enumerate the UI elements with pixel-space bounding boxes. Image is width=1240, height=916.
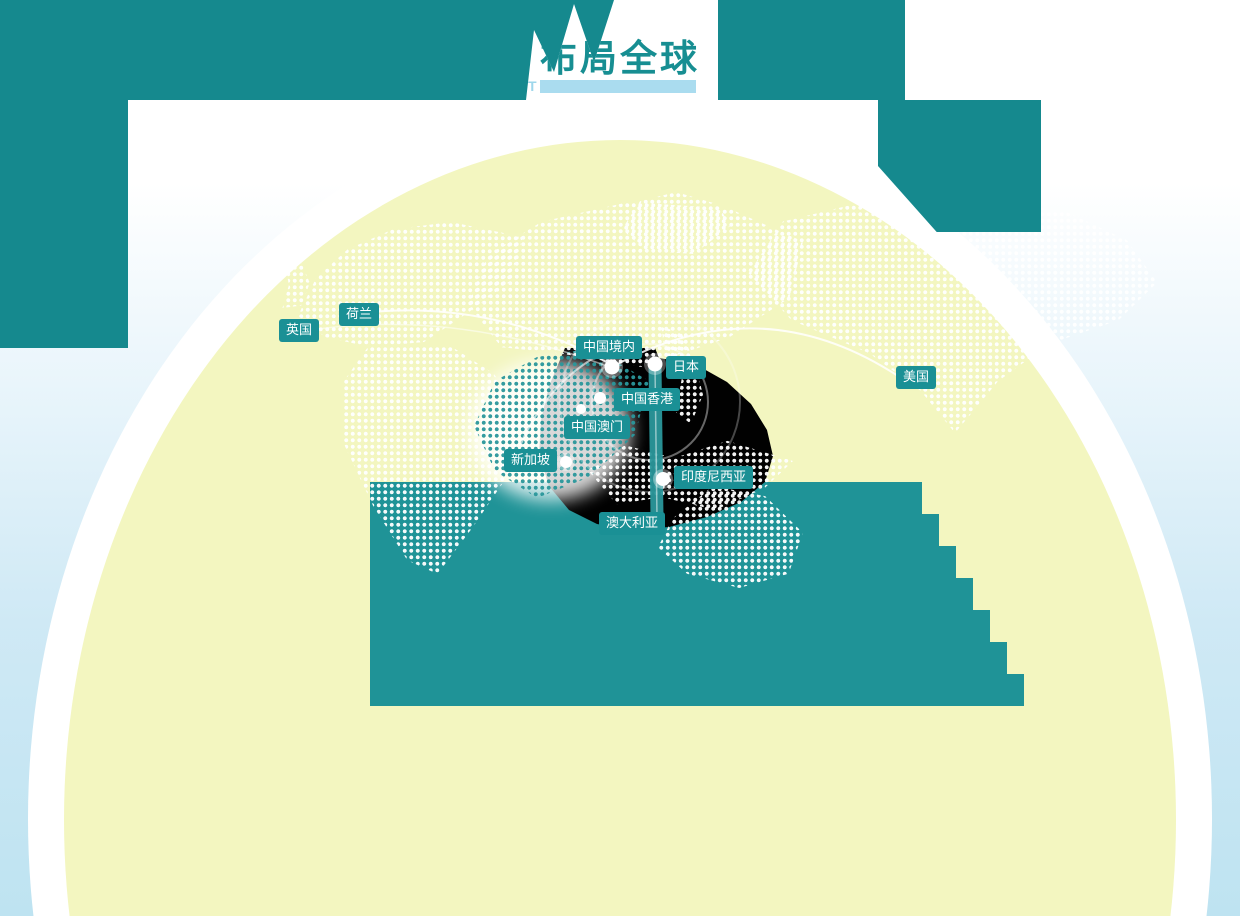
location-label-uk: 英国 <box>279 319 320 342</box>
marker-china <box>604 359 620 375</box>
location-label-japan: 日本 <box>666 356 707 379</box>
subtitle-visible-letter: T <box>528 78 537 94</box>
teal-left-block <box>0 100 128 348</box>
marker-japan <box>647 356 663 372</box>
route-to-usa <box>613 327 899 377</box>
page-title: 布局全球 <box>540 38 700 79</box>
teal-header-block <box>0 0 905 100</box>
marker-macau <box>576 404 586 414</box>
hub-ring-outer <box>559 311 741 493</box>
location-label-macau: 中国澳门 <box>564 416 631 439</box>
location-label-china-mainland: 中国境内 <box>576 336 643 359</box>
subtitle-bar <box>539 79 696 93</box>
page-subtitle: T <box>528 78 696 94</box>
location-label-indonesia: 印度尼西亚 <box>674 466 754 489</box>
location-label-australia: 澳大利亚 <box>599 512 666 535</box>
route-to-uk <box>297 323 613 369</box>
location-label-usa: 美国 <box>896 366 937 389</box>
marker-singapore <box>560 456 572 468</box>
location-label-netherlands: 荷兰 <box>339 303 380 326</box>
marker-indonesia <box>656 472 670 486</box>
route-to-netherlands <box>353 309 615 367</box>
marker-hongkong <box>594 392 606 404</box>
location-label-singapore: 新加坡 <box>504 449 558 472</box>
location-label-hongkong: 中国香港 <box>614 388 681 411</box>
